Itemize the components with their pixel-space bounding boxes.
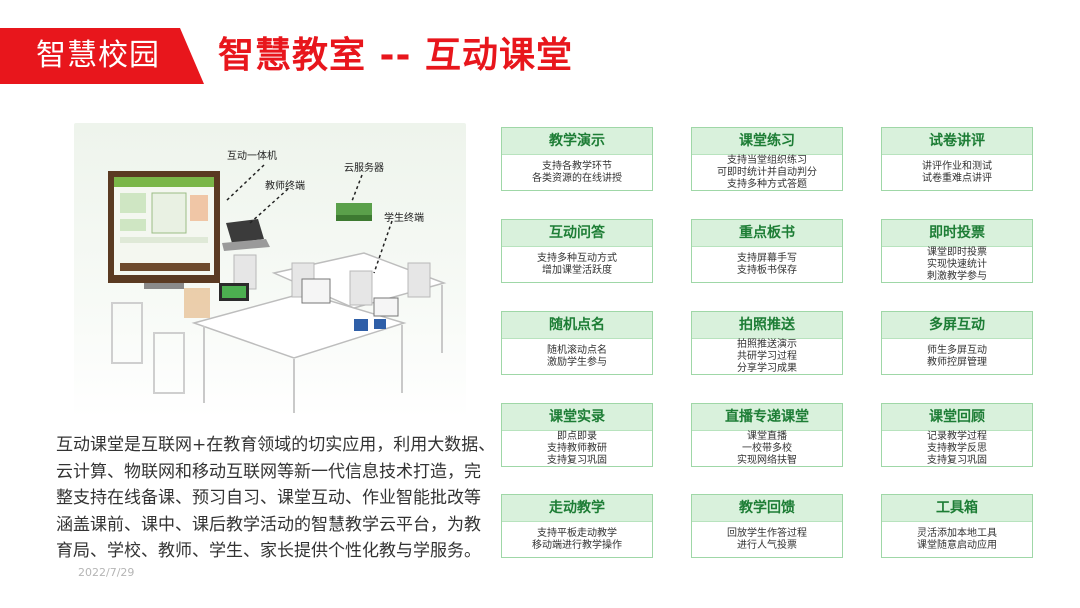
- feature-card-body: 记录教学过程支持教学反思支持复习巩固: [882, 431, 1032, 467]
- feature-card-line: 分享学习成果: [737, 363, 797, 374]
- feature-card-line: 支持复习巩固: [927, 455, 987, 466]
- feature-card-line: 即点即录: [557, 431, 597, 442]
- feature-card-line: 回放学生作答过程: [727, 528, 807, 539]
- feature-card: 课堂回顾记录教学过程支持教学反思支持复习巩固: [881, 403, 1033, 467]
- feature-card-title: 试卷讲评: [882, 128, 1032, 155]
- feature-card-line: 可即时统计并自动判分: [717, 167, 817, 178]
- feature-card-title: 拍照推送: [692, 312, 842, 339]
- feature-card: 工具箱灵活添加本地工具课堂随意启动应用: [881, 494, 1033, 558]
- feature-card-line: 共研学习过程: [737, 351, 797, 362]
- feature-card-body: 讲评作业和测试试卷重难点讲评: [882, 155, 1032, 191]
- feature-card-line: 进行人气投票: [737, 540, 797, 551]
- feature-card-line: 激励学生参与: [547, 357, 607, 368]
- feature-card-line: 刺激教学参与: [927, 271, 987, 282]
- feature-card-line: 支持教学反思: [927, 443, 987, 454]
- feature-card-body: 支持多种互动方式增加课堂活跃度: [502, 247, 652, 283]
- feature-card-line: 支持平板走动教学: [537, 528, 617, 539]
- feature-card-line: 支持各教学环节: [542, 161, 612, 172]
- feature-card-title: 随机点名: [502, 312, 652, 339]
- feature-card-body: 拍照推送演示共研学习过程分享学习成果: [692, 339, 842, 375]
- feature-card-title: 教学演示: [502, 128, 652, 155]
- feature-card-title: 工具箱: [882, 495, 1032, 522]
- classroom-illustration: 互动一体机 教师终端 云服务器 学生终端: [74, 123, 466, 418]
- feature-card: 多屏互动师生多屏互动教师控屏管理: [881, 311, 1033, 375]
- feature-card: 即时投票课堂即时投票实现快速统计刺激教学参与: [881, 219, 1033, 283]
- feature-card-title: 课堂实录: [502, 404, 652, 431]
- feature-card: 随机点名随机滚动点名激励学生参与: [501, 311, 653, 375]
- feature-card: 教学回馈回放学生作答过程进行人气投票: [691, 494, 843, 558]
- feature-card-line: 移动端进行教学操作: [532, 540, 622, 551]
- label-board: 互动一体机: [227, 151, 277, 162]
- feature-card-line: 支持多种互动方式: [537, 253, 617, 264]
- feature-card-line: 支持复习巩固: [547, 455, 607, 466]
- feature-card-line: 课堂直播: [747, 431, 787, 442]
- feature-card-body: 灵活添加本地工具课堂随意启动应用: [882, 522, 1032, 558]
- feature-card: 试卷讲评讲评作业和测试试卷重难点讲评: [881, 127, 1033, 191]
- feature-card-body: 课堂直播一校带多校实现网络扶智: [692, 431, 842, 467]
- feature-card-line: 拍照推送演示: [737, 339, 797, 350]
- feature-card-title: 教学回馈: [692, 495, 842, 522]
- feature-card-title: 走动教学: [502, 495, 652, 522]
- feature-card-line: 实现快速统计: [927, 259, 987, 270]
- feature-card-line: 支持屏幕手写: [737, 253, 797, 264]
- feature-card-line: 师生多屏互动: [927, 345, 987, 356]
- feature-card-line: 讲评作业和测试: [922, 161, 992, 172]
- feature-card: 走动教学支持平板走动教学移动端进行教学操作: [501, 494, 653, 558]
- feature-card-body: 支持平板走动教学移动端进行教学操作: [502, 522, 652, 558]
- feature-card-line: 随机滚动点名: [547, 345, 607, 356]
- feature-card-line: 记录教学过程: [927, 431, 987, 442]
- feature-card-line: 支持教师教研: [547, 443, 607, 454]
- feature-card-line: 试卷重难点讲评: [922, 173, 992, 184]
- feature-card-title: 课堂回顾: [882, 404, 1032, 431]
- feature-card-title: 即时投票: [882, 220, 1032, 247]
- feature-card-line: 课堂即时投票: [927, 247, 987, 258]
- classroom-drawing: [108, 164, 447, 413]
- feature-card-line: 支持板书保存: [737, 265, 797, 276]
- feature-card-body: 随机滚动点名激励学生参与: [502, 339, 652, 375]
- page-title: 智慧教室 -- 互动课堂: [218, 35, 573, 76]
- date-stamp: 2022/7/29: [78, 566, 135, 579]
- feature-card-body: 支持屏幕手写支持板书保存: [692, 247, 842, 283]
- feature-card-line: 课堂随意启动应用: [917, 540, 997, 551]
- feature-card-title: 重点板书: [692, 220, 842, 247]
- feature-card-body: 课堂即时投票实现快速统计刺激教学参与: [882, 247, 1032, 283]
- feature-card: 拍照推送拍照推送演示共研学习过程分享学习成果: [691, 311, 843, 375]
- feature-card-line: 教师控屏管理: [927, 357, 987, 368]
- feature-card-line: 支持当堂组织练习: [727, 155, 807, 166]
- feature-card-title: 互动问答: [502, 220, 652, 247]
- feature-card-line: 一校带多校: [742, 443, 792, 454]
- feature-card-line: 实现网络扶智: [737, 455, 797, 466]
- feature-card-body: 师生多屏互动教师控屏管理: [882, 339, 1032, 375]
- section-tab: 智慧校园: [0, 28, 204, 84]
- label-student-terminal: 学生终端: [384, 213, 424, 224]
- feature-card: 课堂练习支持当堂组织练习可即时统计并自动判分支持多种方式答题: [691, 127, 843, 191]
- description-paragraph: 互动课堂是互联网+在教育领域的切实应用，利用大数据、云计算、物联网和移动互联网等…: [56, 435, 496, 561]
- feature-card-line: 支持多种方式答题: [727, 179, 807, 190]
- label-teacher-terminal: 教师终端: [265, 181, 305, 192]
- feature-card: 直播专递课堂课堂直播一校带多校实现网络扶智: [691, 403, 843, 467]
- label-cloud-server: 云服务器: [344, 163, 384, 174]
- feature-card: 互动问答支持多种互动方式增加课堂活跃度: [501, 219, 653, 283]
- feature-card-line: 各类资源的在线讲授: [532, 173, 622, 184]
- feature-card: 教学演示支持各教学环节各类资源的在线讲授: [501, 127, 653, 191]
- feature-card-title: 多屏互动: [882, 312, 1032, 339]
- feature-card-line: 灵活添加本地工具: [917, 528, 997, 539]
- feature-card-body: 即点即录支持教师教研支持复习巩固: [502, 431, 652, 467]
- feature-card-body: 支持各教学环节各类资源的在线讲授: [502, 155, 652, 191]
- feature-card-body: 回放学生作答过程进行人气投票: [692, 522, 842, 558]
- feature-card: 课堂实录即点即录支持教师教研支持复习巩固: [501, 403, 653, 467]
- feature-card-body: 支持当堂组织练习可即时统计并自动判分支持多种方式答题: [692, 155, 842, 191]
- feature-card-line: 增加课堂活跃度: [542, 265, 612, 276]
- feature-card-title: 直播专递课堂: [692, 404, 842, 431]
- feature-card: 重点板书支持屏幕手写支持板书保存: [691, 219, 843, 283]
- feature-card-title: 课堂练习: [692, 128, 842, 155]
